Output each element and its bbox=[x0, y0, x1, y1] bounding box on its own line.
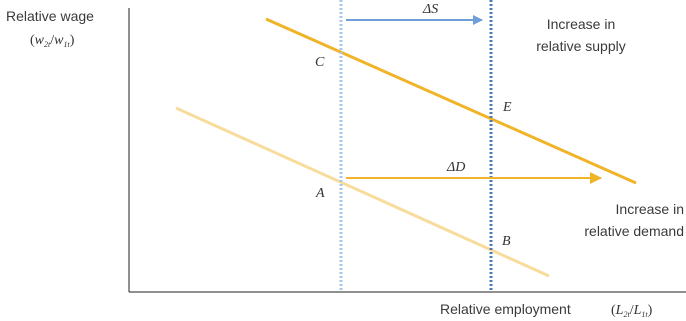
y-math-sub-den: 1t bbox=[63, 40, 70, 49]
y-math-slash: / bbox=[50, 33, 54, 48]
new-demand-curve bbox=[265, 17, 637, 185]
x-math-l1: L bbox=[615, 303, 624, 318]
y-math-w1: w bbox=[35, 33, 45, 48]
point-c-label: C bbox=[315, 55, 325, 70]
y-axis-label: Relative wage bbox=[6, 8, 94, 24]
old-demand-curve bbox=[175, 106, 550, 278]
supply-annotation-line1: Increase in bbox=[547, 16, 615, 32]
supply-annotation-line2: relative supply bbox=[536, 38, 626, 54]
x-axis-label: Relative employment bbox=[440, 301, 571, 317]
x-math-sub-den: 1t bbox=[641, 310, 648, 319]
x-math-slash: / bbox=[630, 303, 634, 318]
y-math-sub-num: 2t bbox=[44, 40, 51, 49]
y-math-open: ( bbox=[30, 33, 35, 48]
x-axis-math: (L2t/L1t) bbox=[611, 303, 653, 319]
demand-annotation-line1: Increase in bbox=[616, 201, 684, 217]
y-math-w2: w bbox=[54, 33, 64, 48]
delta-s-label: ΔS bbox=[422, 2, 438, 17]
delta-d-label: ΔD bbox=[446, 160, 465, 175]
x-math-l2: L bbox=[633, 303, 642, 318]
point-b-label: B bbox=[502, 234, 511, 249]
point-e-label: E bbox=[502, 100, 512, 115]
y-math-close: ) bbox=[70, 33, 75, 48]
x-math-sub-num: 2t bbox=[623, 310, 630, 319]
y-axis-math: (w2t/w1t) bbox=[30, 33, 75, 49]
x-math-close: ) bbox=[648, 303, 653, 318]
x-math-open: ( bbox=[611, 303, 616, 318]
point-a-label: A bbox=[315, 186, 325, 201]
demand-annotation-line2: relative demand bbox=[584, 223, 684, 239]
